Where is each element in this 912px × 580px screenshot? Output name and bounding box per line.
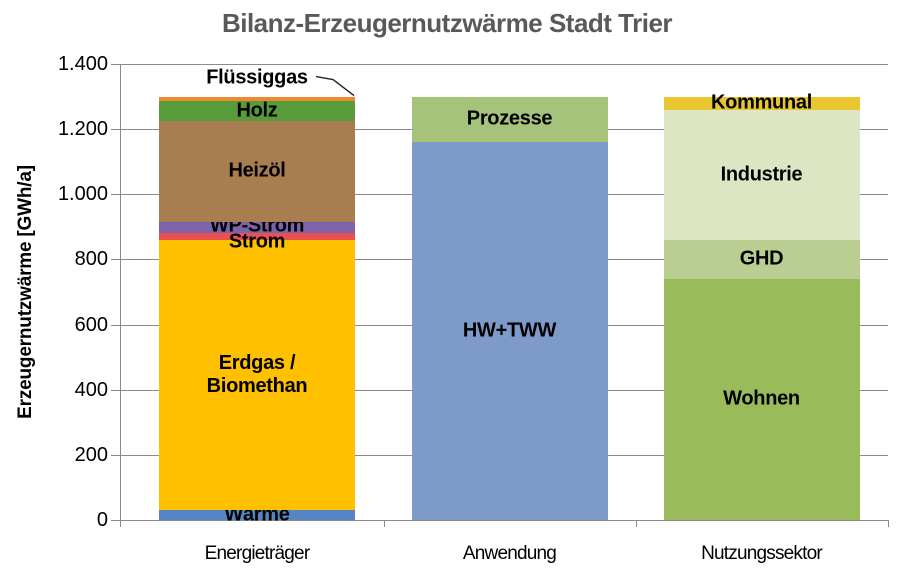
bar-segment-ghd: [663, 239, 860, 279]
x-axis-tick: [120, 520, 121, 527]
y-axis-tick-label: 1.400: [57, 53, 108, 75]
x-axis-tick: [888, 520, 889, 527]
y-axis-tick: [111, 259, 120, 261]
y-axis-tick: [111, 64, 120, 65]
y-axis-line: [120, 64, 121, 527]
y-axis-tick: [111, 129, 120, 131]
segment-label-fl-ssiggas: Flüssiggas: [206, 66, 308, 89]
gridline: [120, 520, 888, 521]
y-axis-tick-label: 200: [74, 443, 108, 466]
segment-label-hw-tww: HW+TWW: [462, 319, 557, 342]
bar-segment-prozesse: [411, 96, 608, 143]
x-axis-tick: [635, 520, 637, 527]
y-axis-tick: [111, 194, 120, 196]
bar-segment-strom: [159, 233, 355, 240]
segment-label-erdgas-biomethan: Erdgas / Biomethan: [206, 352, 308, 398]
bar-segment-hw-tww: [411, 142, 608, 520]
y-axis-tick-label: 0: [96, 509, 108, 531]
segment-label-ghd: GHD: [739, 247, 784, 270]
bar-segment-fl-ssiggas: [159, 96, 355, 102]
segment-label-industrie: Industrie: [720, 163, 803, 186]
segment-label-holz: Holz: [236, 99, 278, 122]
x-axis-category-label-anwendung: Anwendung: [462, 543, 557, 564]
bar-segment-kommunal: [663, 96, 860, 110]
x-axis-tick: [383, 520, 385, 527]
x-axis-category-label-nutzungssektor: Nutzungssektor: [701, 543, 823, 564]
y-axis-tick-label: 400: [74, 378, 108, 401]
segment-label-heiz-l: Heizöl: [228, 159, 286, 182]
bar-segment-wp-strom: [159, 221, 355, 234]
y-axis-tick: [111, 454, 120, 456]
segment-label-kommunal: Kommunal: [711, 91, 812, 114]
gridline: [120, 64, 888, 65]
bar-segment-heiz-l: [159, 121, 355, 222]
segment-label-prozesse: Prozesse: [466, 107, 553, 130]
y-axis-tick: [111, 520, 120, 521]
y-axis-tick-label: 800: [74, 248, 108, 271]
bar-segment-holz: [159, 101, 355, 121]
y-axis-tick-label: 600: [74, 313, 108, 336]
y-axis-tick: [111, 324, 120, 326]
y-axis-tick-label: 1.200: [57, 118, 108, 141]
bar-segment-erdgas-biomethan: [159, 239, 355, 511]
bar-segment-industrie: [663, 109, 860, 240]
bar-segment-w-rme: [159, 510, 355, 520]
chart-title: Bilanz-Erzeugernutzwärme Stadt Trier: [221, 8, 673, 38]
y-axis-tick: [111, 389, 120, 391]
segment-label-wohnen: Wohnen: [723, 387, 800, 410]
segment-label-strom: Strom: [228, 230, 286, 253]
x-axis-category-label-energietr-ger: Energieträger: [204, 543, 311, 564]
y-axis-tick-label: 1.000: [57, 183, 108, 206]
bar-segment-wohnen: [663, 278, 860, 520]
